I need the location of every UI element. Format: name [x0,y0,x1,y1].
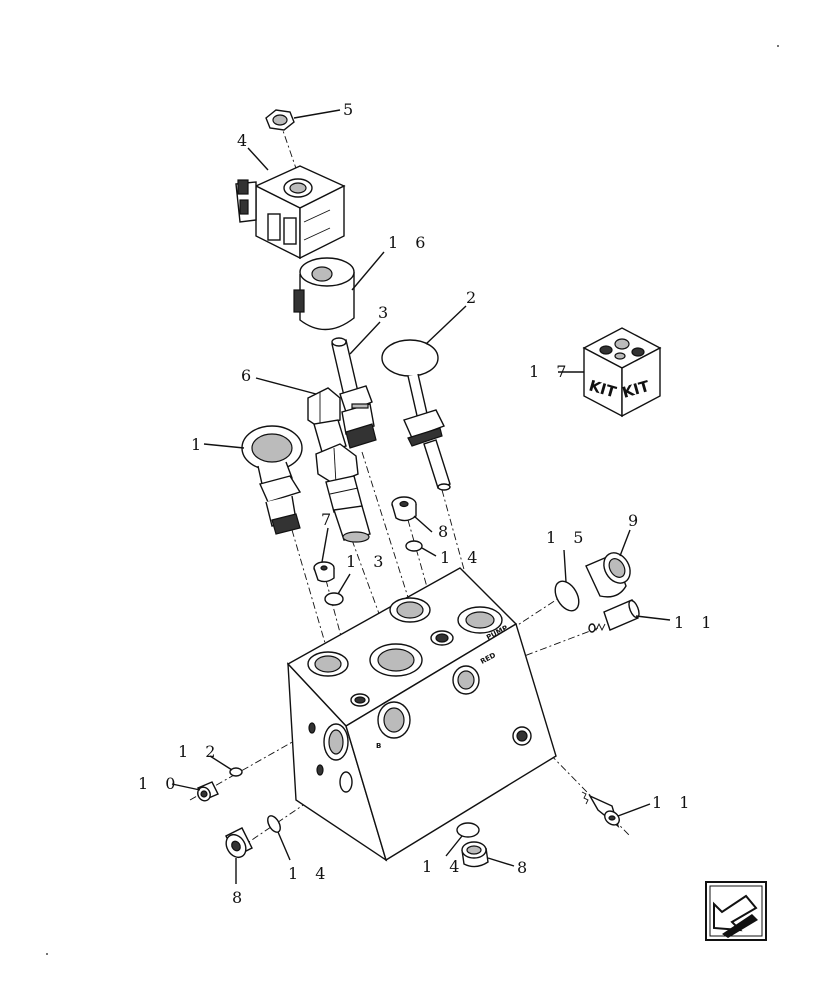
manifold-block: PUMP RED B [286,567,557,862]
arrow-left-down-icon[interactable] [705,881,767,941]
callout-6: 6 [241,366,257,385]
callout-8-lower: 8 [517,858,533,877]
callout-7: 7 [321,510,337,529]
callout-17: 1 7 [529,362,572,381]
callout-13: 1 3 [346,552,389,571]
part-4-solenoid-coil [235,165,346,260]
part-8-plug-lower [461,841,489,868]
part-8-plug-left [225,827,253,859]
part-14-o-ring-upper [405,540,423,552]
part-11-check-valve-upper [588,599,640,633]
callout-numbers: 5 4 1 6 3 2 6 1 1 7 7 8 1 4 1 3 1 5 9 1 … [138,100,717,907]
callout-4: 4 [237,131,253,150]
callout-8-left: 8 [232,888,248,907]
part-17-kit-box: KIT KIT [582,327,662,418]
callout-14-upper: 1 4 [440,548,483,567]
leader-lines [171,109,671,884]
part-8-plug-upper [391,496,417,522]
callout-14-lower: 1 4 [422,857,465,876]
callout-8-upper: 8 [438,522,454,541]
callout-15: 1 5 [546,528,589,547]
part-5-nut [265,109,295,131]
callout-2: 2 [466,288,482,307]
part-2-relief-valve [381,339,451,491]
callout-5: 5 [343,100,359,119]
part-15-o-ring [554,580,580,612]
port-label-b: B [376,742,381,750]
callout-16: 1 6 [388,233,431,252]
callout-11-upper: 1 1 [674,613,717,632]
part-6-cartridge-valve [307,387,371,543]
callout-12: 1 2 [178,742,221,761]
part-3-valve-stem [331,337,377,449]
corner-dot-bottom [46,953,48,955]
part-7-plug [313,561,335,583]
part-9-plug [585,552,631,598]
part-16-spacer-sleeve [293,257,355,331]
part-13-o-ring [324,592,344,606]
part-14-o-ring-lower [456,822,480,838]
corner-dot-top [777,45,779,47]
callout-14-left: 1 4 [288,864,331,883]
part-10-plug [197,781,219,802]
callout-10: 1 0 [138,774,181,793]
callout-1: 1 [191,435,207,454]
callout-3: 3 [378,303,394,322]
part-12-o-ring [229,767,243,777]
part-11-check-valve-lower [581,791,620,828]
callout-9: 9 [628,511,644,530]
part-14-o-ring-left [267,815,281,833]
part-1-valve [241,425,303,535]
callout-11-lower: 1 1 [652,793,695,812]
